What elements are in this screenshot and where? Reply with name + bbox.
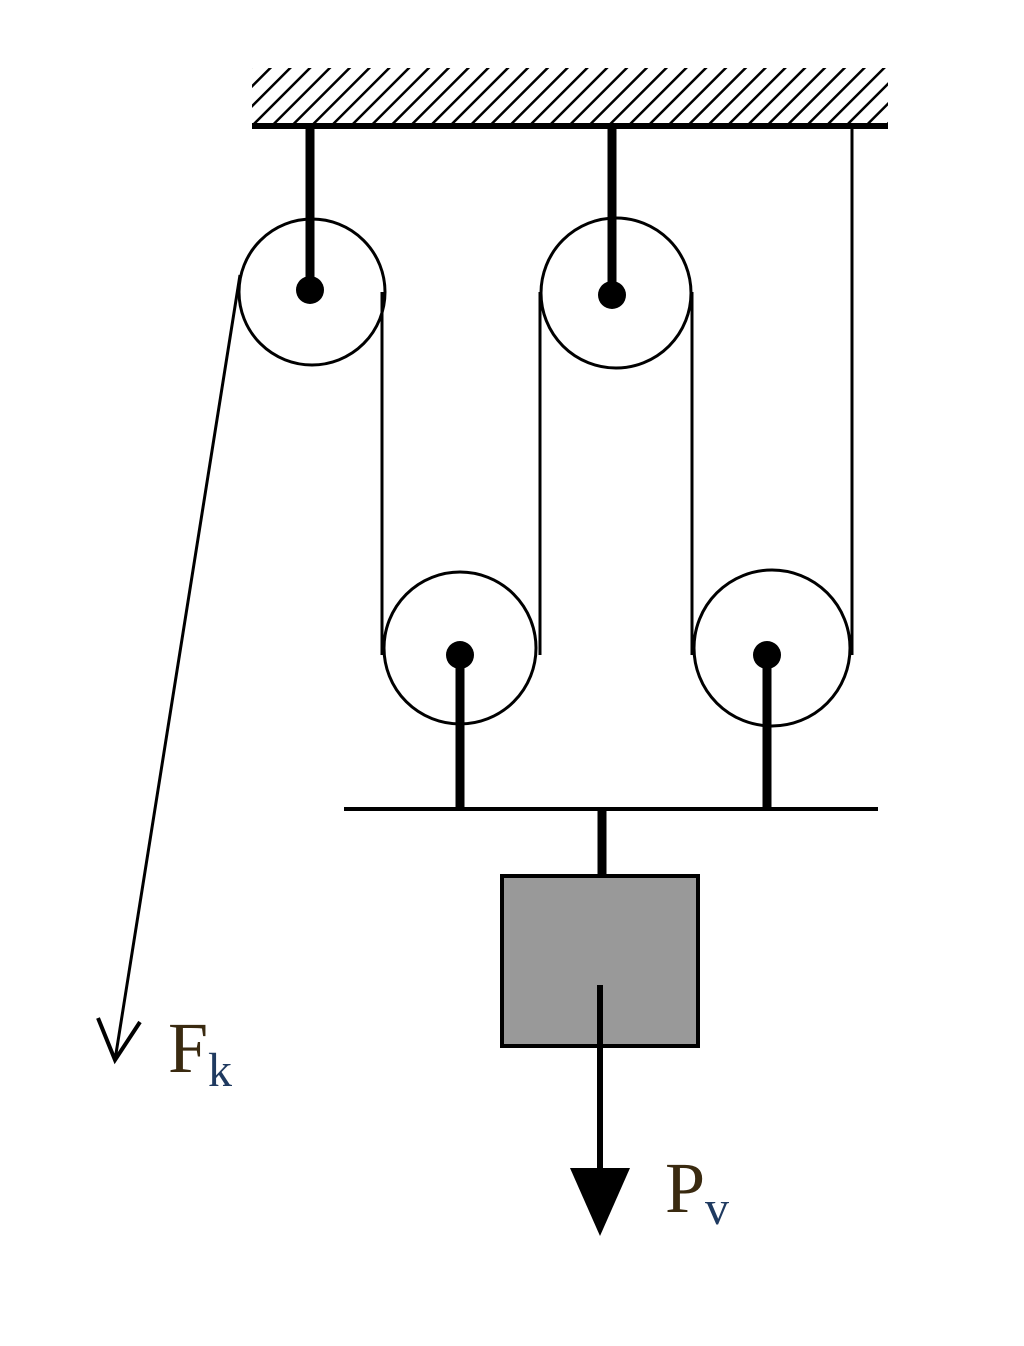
movable-pulley-right-wheel xyxy=(692,568,852,728)
weight-arrow xyxy=(570,985,630,1236)
load-assembly xyxy=(344,807,878,1048)
fixed-pulley-left xyxy=(237,128,387,367)
movable-pulley-left xyxy=(382,570,538,808)
weight-label-sub: v xyxy=(705,1182,729,1235)
force-label: Fk xyxy=(168,1008,232,1097)
movable-pulley-right-axle xyxy=(753,641,781,669)
weight-label: Pv xyxy=(665,1148,729,1235)
force-label-main: F xyxy=(168,1008,208,1088)
fixed-pulley-left-wheel xyxy=(237,217,387,367)
ceiling-hatching xyxy=(252,68,888,124)
fixed-pulley-left-axle xyxy=(296,276,324,304)
weight-arrowhead xyxy=(570,1168,630,1236)
ceiling xyxy=(252,68,888,129)
force-label-sub: k xyxy=(208,1044,232,1097)
force-arrowhead xyxy=(96,1017,142,1065)
rope xyxy=(113,128,854,1061)
movable-pulley-left-axle xyxy=(446,641,474,669)
fixed-pulley-right xyxy=(539,128,693,370)
rope-pull-strand xyxy=(113,274,242,1061)
fixed-pulley-right-axle xyxy=(598,281,626,309)
fixed-pulley-right-wheel xyxy=(539,216,693,370)
weight-label-main: P xyxy=(665,1148,705,1228)
movable-pulley-right xyxy=(692,568,852,808)
